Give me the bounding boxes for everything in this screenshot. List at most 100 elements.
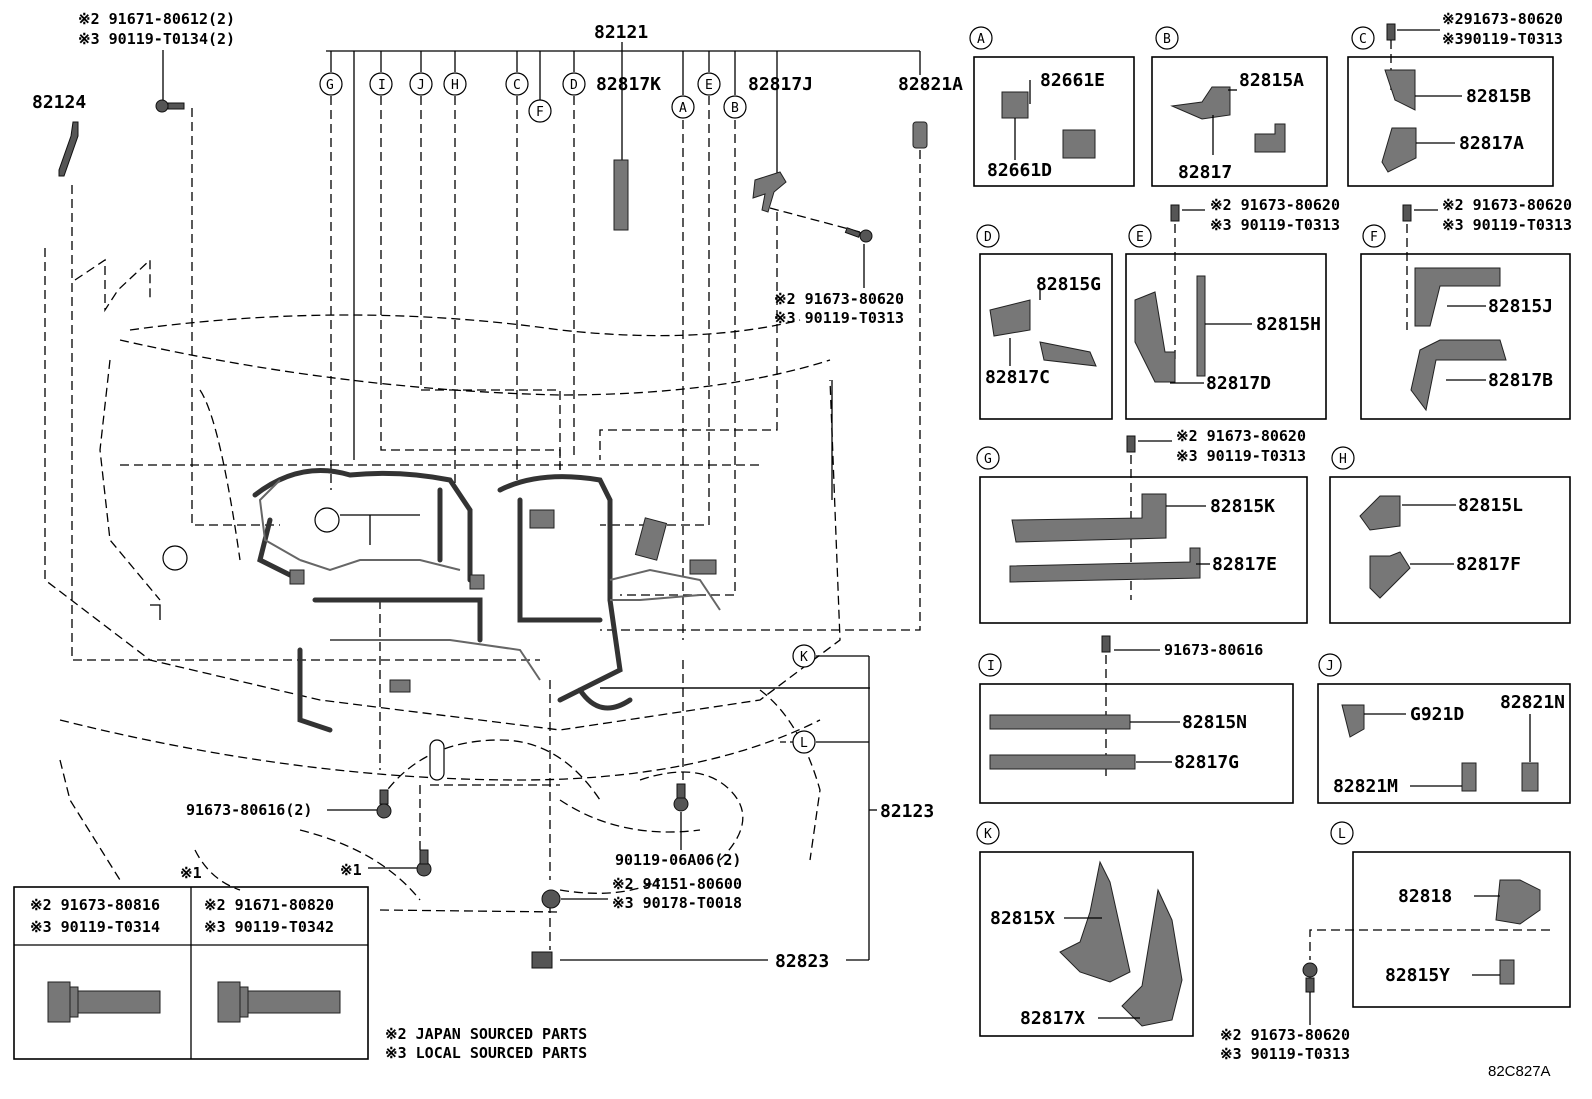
part-82821M[interactable]: 82821M [1333, 776, 1398, 797]
part-82815J-shape[interactable] [1414, 267, 1501, 327]
part-82661D-shape[interactable] [1001, 91, 1029, 119]
part-82815X[interactable]: 82815X [990, 908, 1055, 929]
part-82815L-shape[interactable] [1359, 495, 1401, 531]
bolt-icon[interactable] [673, 796, 689, 812]
nut-icon[interactable] [541, 889, 561, 909]
part-82815L[interactable]: 82815L [1458, 495, 1523, 516]
legend-title: ※1 [180, 864, 202, 882]
bolt-icon[interactable] [155, 99, 169, 113]
part-82815A[interactable]: 82815A [1239, 70, 1304, 91]
part-82817X-shape[interactable] [1121, 888, 1183, 1027]
part-82817E[interactable]: 82817E [1212, 554, 1277, 575]
part-82815Y-shape[interactable] [1499, 959, 1515, 985]
marker-h[interactable] [443, 72, 467, 96]
part-82661E[interactable]: 82661E [1040, 70, 1105, 91]
svg-text:I: I [378, 78, 386, 93]
part-82817A[interactable]: 82817A [1459, 133, 1524, 154]
part-82817G-shape[interactable] [989, 754, 1136, 770]
marker-f[interactable] [528, 99, 552, 123]
detail-box-h: H 82815L 82817F [1329, 446, 1571, 624]
part-82817F[interactable]: 82817F [1456, 554, 1521, 575]
bolt-icon[interactable] [1302, 962, 1318, 978]
marker-d[interactable] [562, 72, 586, 96]
bolt-icon[interactable] [1126, 435, 1136, 453]
connector-82817K-shape[interactable] [613, 159, 629, 231]
part-82661D[interactable]: 82661D [987, 160, 1052, 181]
part-82815J[interactable]: 82815J [1488, 296, 1553, 317]
part-82124[interactable]: 82124 [32, 92, 86, 113]
part-82817E-shape[interactable] [1009, 547, 1201, 583]
part-82815H-shape[interactable] [1196, 275, 1206, 377]
part-82823[interactable]: 82823 [775, 951, 829, 972]
ground-82823-shape[interactable] [531, 951, 553, 969]
part-82817X[interactable]: 82817X [1020, 1008, 1085, 1029]
main-letter-markers: G I J H C F D A E B [319, 72, 747, 123]
part-82821N[interactable]: 82821N [1500, 692, 1565, 713]
bolt-icon[interactable] [1402, 204, 1412, 222]
part-82123[interactable]: 82123 [880, 801, 934, 822]
marker-e[interactable] [697, 72, 721, 96]
part-82815H[interactable]: 82815H [1256, 314, 1321, 335]
part-G921D[interactable]: G921D [1410, 704, 1464, 725]
part-82815N-shape[interactable] [989, 714, 1131, 730]
svg-text:D: D [984, 230, 992, 245]
bolt-icon[interactable] [1386, 23, 1396, 41]
part-82121[interactable]: 82121 [594, 22, 648, 43]
part-82818[interactable]: 82818 [1398, 886, 1452, 907]
bolt-icon[interactable] [376, 803, 392, 819]
part-82817A-shape[interactable] [1381, 127, 1417, 173]
part-82821N-shape[interactable] [1521, 762, 1539, 792]
part-82817B[interactable]: 82817B [1488, 370, 1553, 391]
part-82817C-shape[interactable] [989, 299, 1031, 337]
box-label-j [1318, 653, 1342, 677]
part-82815G[interactable]: 82815G [1036, 274, 1101, 295]
part-82817D-shape[interactable] [1134, 291, 1176, 383]
marker-a[interactable] [671, 95, 695, 119]
part-82817-shape[interactable] [1170, 86, 1231, 120]
svg-text:※3 90119-T0342: ※3 90119-T0342 [204, 918, 334, 936]
part-82817[interactable]: 82817 [1178, 162, 1232, 183]
marker-g[interactable] [319, 72, 343, 96]
part-82817G[interactable]: 82817G [1174, 752, 1239, 773]
part-82661E-shape[interactable] [1062, 129, 1096, 159]
marker-i[interactable] [369, 72, 393, 96]
part-82821A[interactable]: 82821A [898, 74, 963, 95]
part-82124-shape[interactable] [58, 121, 79, 177]
box-label-a [969, 26, 993, 50]
part-82818-shape[interactable] [1495, 879, 1541, 925]
part-82815Y[interactable]: 82815Y [1385, 965, 1450, 986]
svg-text:※3 90178-T0018: ※3 90178-T0018 [612, 894, 742, 912]
bolt-flange-short-icon [47, 981, 161, 1023]
svg-text:91673-80616(2): 91673-80616(2) [186, 801, 312, 819]
part-82815B-shape[interactable] [1384, 69, 1416, 111]
part-82815N[interactable]: 82815N [1182, 712, 1247, 733]
detail-box-e: E ※2 91673-80620 ※3 90119-T0313 82815H 8… [1125, 196, 1340, 420]
bolt-icon[interactable] [1101, 635, 1111, 653]
part-82817J[interactable]: 82817J [748, 74, 813, 95]
bolt-icon[interactable] [859, 229, 873, 243]
marker-b[interactable] [723, 95, 747, 119]
bolt-icon[interactable] [1170, 204, 1180, 222]
part-82817D[interactable]: 82817D [1206, 373, 1271, 394]
part-82815A-shape[interactable] [1254, 123, 1286, 153]
part-82815G-shape[interactable] [1039, 341, 1097, 367]
svg-text:※2 91673-80620: ※2 91673-80620 [1442, 196, 1572, 214]
engine-bay-outline [44, 248, 841, 913]
connector-82817J-shape[interactable] [752, 171, 787, 213]
part-82815K-shape[interactable] [1011, 493, 1167, 543]
part-82815B[interactable]: 82815B [1466, 86, 1531, 107]
part-82815K[interactable]: 82815K [1210, 496, 1275, 517]
svg-text:F: F [1370, 230, 1378, 245]
connector-82821A-shape[interactable] [912, 121, 928, 149]
marker-k[interactable] [792, 644, 816, 668]
marker-c[interactable] [505, 72, 529, 96]
part-82817B-shape[interactable] [1410, 339, 1507, 412]
part-82817K[interactable]: 82817K [596, 74, 661, 95]
part-82815X-shape[interactable] [1059, 860, 1131, 983]
part-82821M-shape[interactable] [1461, 762, 1477, 792]
part-G921D-shape[interactable] [1341, 704, 1365, 738]
callout-bolt-4: ※1 [340, 849, 432, 879]
part-82817F-shape[interactable] [1369, 551, 1411, 599]
part-82817C[interactable]: 82817C [985, 367, 1050, 388]
marker-j[interactable] [409, 72, 433, 96]
